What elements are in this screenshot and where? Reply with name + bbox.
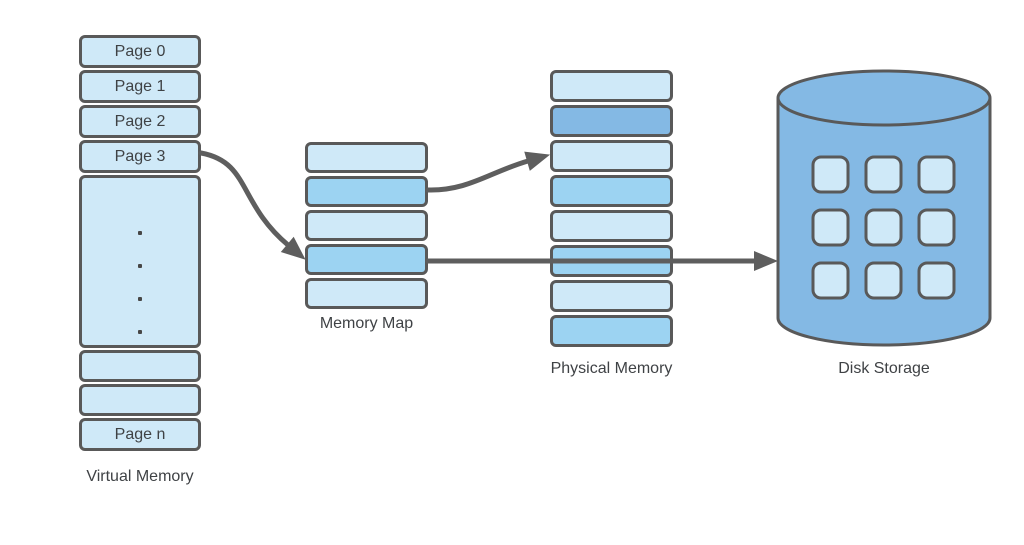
ellipsis-dot <box>138 231 142 235</box>
memory-map-row-3 <box>305 210 428 241</box>
disk-block <box>864 155 903 194</box>
arrow-memory-map-to-physical-memory <box>425 151 551 193</box>
disk-block <box>917 208 956 247</box>
virtual-memory-page-n: Page n <box>79 418 201 451</box>
physical-memory-row-7 <box>550 280 673 312</box>
virtual-memory-page-1: Page 1 <box>79 70 201 103</box>
cylinder-body <box>776 98 992 347</box>
virtual-memory-page-3: Page 3 <box>79 140 201 173</box>
physical-memory-column <box>550 70 673 347</box>
cylinder-top <box>776 69 992 127</box>
ellipsis-dot <box>138 297 142 301</box>
physical-memory-label: Physical Memory <box>550 360 673 377</box>
physical-memory-row-3 <box>550 140 673 172</box>
physical-memory-row-6 <box>550 245 673 277</box>
ellipsis-dot <box>138 330 142 334</box>
disk-block <box>917 155 956 194</box>
virtual-memory-column: Page 0 Page 1 Page 2 Page 3 Page n <box>79 35 201 451</box>
physical-memory-row-2 <box>550 105 673 137</box>
disk-storage-cylinder <box>776 69 992 347</box>
disk-block <box>917 261 956 300</box>
disk-storage-label: Disk Storage <box>838 360 930 377</box>
ellipsis-dot <box>138 264 142 268</box>
memory-map-row-1 <box>305 142 428 173</box>
memory-map-label: Memory Map <box>319 315 414 332</box>
physical-memory-row-5 <box>550 210 673 242</box>
virtual-memory-page-0: Page 0 <box>79 35 201 68</box>
physical-memory-row-1 <box>550 70 673 102</box>
memory-map-row-2 <box>305 176 428 207</box>
memory-map-row-4 <box>305 244 428 275</box>
arrow-page3-to-memory-map <box>198 150 306 260</box>
virtual-memory-page-2: Page 2 <box>79 105 201 138</box>
virtual-memory-empty-row <box>79 350 201 382</box>
virtual-memory-ellipsis-box <box>79 175 201 348</box>
physical-memory-row-8 <box>550 315 673 347</box>
virtual-memory-label: Virtual Memory <box>86 468 194 485</box>
memory-map-column <box>305 142 428 309</box>
disk-block <box>811 261 850 300</box>
virtual-memory-empty-row <box>79 384 201 416</box>
disk-block <box>811 208 850 247</box>
disk-block <box>864 261 903 300</box>
memory-map-row-5 <box>305 278 428 309</box>
disk-block <box>811 155 850 194</box>
physical-memory-row-4 <box>550 175 673 207</box>
disk-block <box>864 208 903 247</box>
